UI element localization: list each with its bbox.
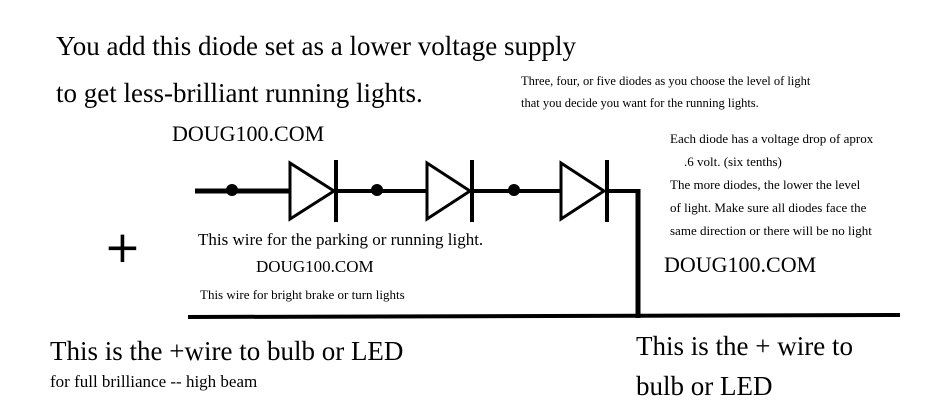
bottom-right-line-1: This is the + wire to: [636, 331, 853, 361]
watermark-top: DOUG100.COM: [172, 121, 325, 146]
plus-sign: +: [104, 222, 141, 273]
junction-dot-1: [226, 184, 238, 196]
label-parking-wire: This wire for the parking or running lig…: [198, 230, 484, 249]
note-diodes-line-1: Three, four, or five diodes as you choos…: [521, 74, 811, 88]
title-line-2: to get less-brilliant running lights.: [56, 78, 423, 108]
diode-2: [425, 160, 474, 222]
note-drop-line-4: of light. Make sure all diodes face the: [670, 200, 867, 215]
watermark-middle: DOUG100.COM: [256, 257, 374, 276]
title-line-1: You add this diode set as a lower voltag…: [56, 31, 576, 61]
bottom-left-line-2: for full brilliance -- high beam: [50, 372, 258, 391]
watermark-right: DOUG100.COM: [664, 252, 817, 277]
diode-3: [559, 160, 609, 222]
junction-dot-3: [508, 184, 520, 196]
wire-bottom-rail: [187, 313, 901, 319]
label-brake-wire: This wire for bright brake or turn light…: [200, 287, 405, 302]
junction-dot-2: [371, 184, 383, 196]
note-drop-line-3: The more diodes, the lower the level: [670, 177, 861, 192]
note-diodes-line-2: that you decide you want for the running…: [521, 96, 759, 110]
note-drop-line-2: .6 volt. (six tenths): [684, 154, 782, 169]
bottom-left-line-1: This is the +wire to bulb or LED: [50, 336, 404, 366]
note-drop-line-5: same direction or there will be no light: [670, 223, 872, 238]
diode-1: [288, 160, 338, 222]
bottom-right-line-2: bulb or LED: [636, 371, 773, 401]
note-drop-line-1: Each diode has a voltage drop of aprox: [670, 131, 874, 146]
